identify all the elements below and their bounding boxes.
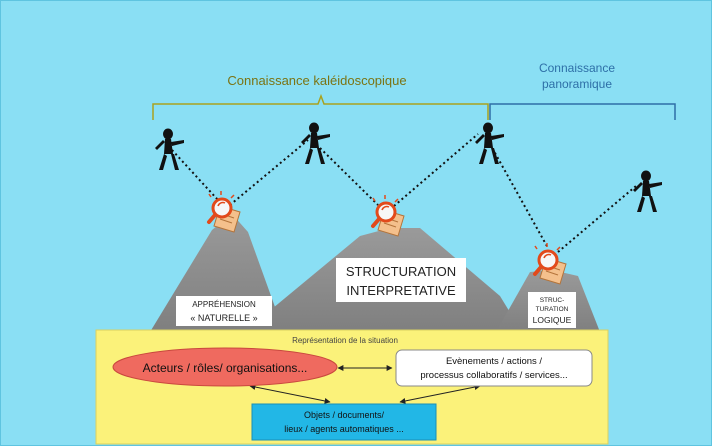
events-label-line2: processus collaboratifs / services... (420, 370, 567, 381)
label-box-structuration (336, 258, 466, 302)
label-box-logique (528, 292, 576, 328)
label-structuration-line2: INTERPRETATIVE (346, 283, 456, 298)
label-logique-line3: LOGIQUE (533, 315, 572, 325)
label-apprehension-line1: APPRÉHENSION (192, 300, 256, 309)
objects-box (251, 403, 437, 441)
objects-label-line1: Objets / documents/ (304, 410, 385, 420)
label-apprehension-line2: « NATURELLE » (190, 313, 257, 323)
label-logique-line1: STRUC- (540, 297, 565, 304)
kaleidoscopic-label: Connaissance kaléidoscopique (227, 73, 406, 88)
sight-lines (171, 133, 637, 253)
label-logique-line2: TURATION (536, 306, 569, 313)
panoramic-label-line2: panoramique (542, 77, 612, 91)
relation-arrows (249, 365, 481, 404)
actors-label: Acteurs / rôles/ organisations... (143, 361, 308, 375)
bracket-kaleidoscopic (152, 93, 489, 120)
label-structuration-line1: STRUCTURATION (346, 264, 456, 279)
situation-title: Représentation de la situation (292, 336, 398, 345)
panoramic-label-line1: Connaissance (539, 61, 615, 75)
label-box-apprehension (176, 296, 272, 326)
events-label-line1: Evènements / actions / (446, 356, 542, 367)
bracket-panoramic (489, 103, 676, 120)
events-box (395, 349, 593, 387)
actors-ellipse (112, 347, 338, 387)
objects-label-line2: lieux / agents automatiques ... (284, 424, 404, 434)
